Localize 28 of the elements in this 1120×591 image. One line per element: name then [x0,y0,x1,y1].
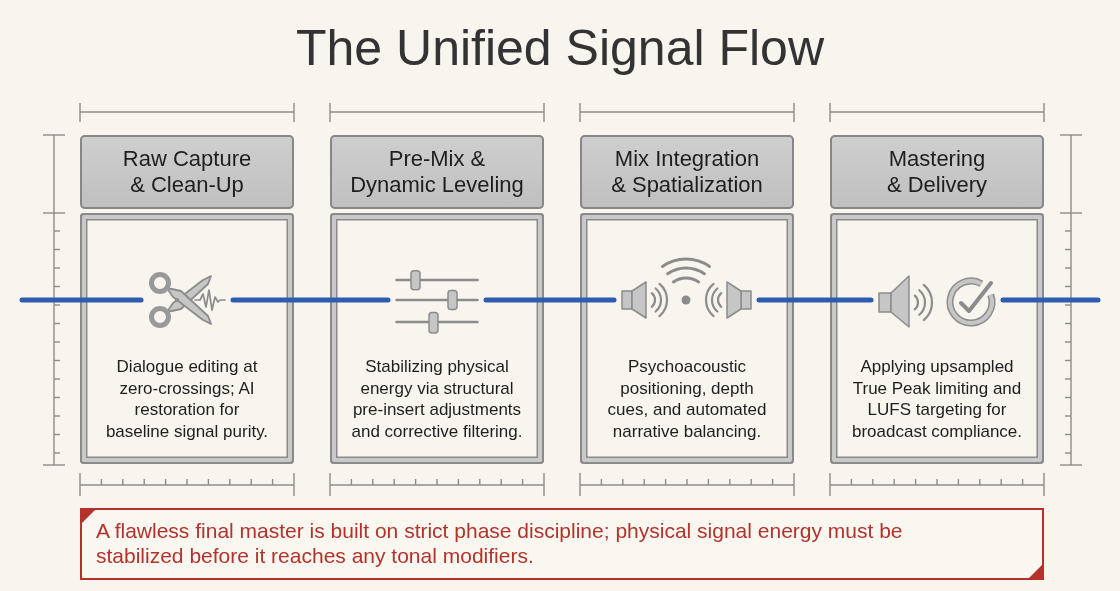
stage-description: Stabilizing physical energy via structural pre-insert adjustments and corrective filtering. [350,356,524,442]
stage-description: Dialogue editing at zero-crossings; AI restoration for baseline signal purity. [104,356,270,442]
scissors-waveform-icon [148,271,226,329]
stage-panel [330,213,544,464]
stage-panel [830,213,1044,464]
signal-line [19,297,144,303]
stage-title: Pre-Mix & Dynamic Leveling [350,146,524,198]
signal-line [756,297,874,303]
signal-line [230,297,391,303]
callout-text: A flawless final master is built on strict phase discipline; physical signal energy must be stabilized before it reaches any tonal modifiers. [96,518,904,568]
stage-header [580,135,794,209]
stage-header [330,135,544,209]
stage-title: Raw Capture & Clean-Up [122,146,252,198]
stage-description: Psychoacoustic positioning, depth cues, and automated narrative balancing. [606,356,768,442]
signal-line [1000,297,1101,303]
stage-panel [580,213,794,464]
sliders-icon [395,270,479,334]
stage-description: Applying upsampled True Peak limiting and LUFS targeting for broadcast compliance. [850,356,1024,442]
signal-line [483,297,617,303]
facing-speakers-icon [621,256,752,320]
stage-header [830,135,1044,209]
callout-box [80,508,1044,580]
stage-title: Mastering & Delivery [886,146,988,198]
diagram-title: The Unified Signal Flow [296,20,824,76]
stage-header [80,135,294,209]
stage-title: Mix Integration & Spatialization [611,146,763,198]
stage-panel [80,213,294,464]
speaker-check-icon [878,274,996,329]
